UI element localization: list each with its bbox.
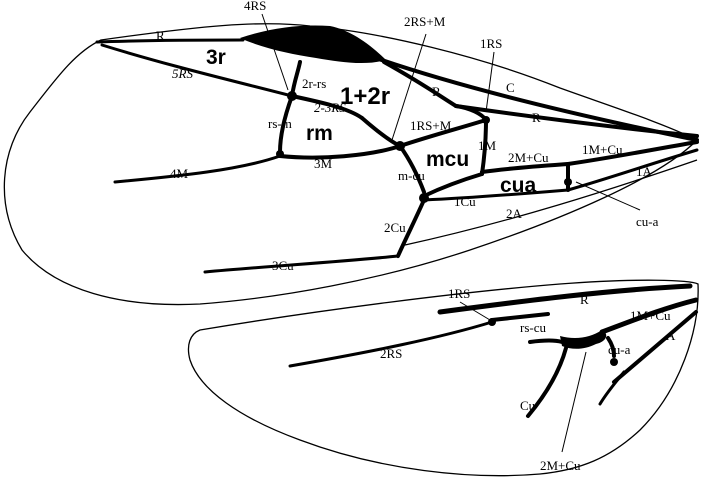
node-2rs-m — [395, 141, 405, 151]
label-1RS: 1RS — [480, 36, 502, 51]
label-R-mid: R — [432, 84, 441, 99]
label-R-low: R — [532, 110, 541, 125]
cell-rm: rm — [306, 122, 333, 145]
hind-vein-R — [437, 283, 693, 315]
label-3M: 3M — [314, 156, 333, 171]
forewing-outline — [3, 23, 699, 306]
hindwing-outline — [187, 279, 699, 477]
hind-node-a — [610, 358, 618, 366]
hind-label-1RS: 1RS — [448, 286, 470, 301]
vein-1RS-M — [398, 118, 488, 148]
vein-1Cu — [422, 172, 484, 198]
cell-3r: 3r — [206, 46, 226, 69]
forewing: 3r 1+2r rm mcu cua R 5RS 4RS 2r-rs 2-3RS… — [3, 0, 699, 306]
label-1Cu: 1Cu — [454, 194, 476, 209]
arrow-2RS-M — [391, 33, 427, 141]
hindwing: 1RS R 1M+Cu rs-cu 2RS cu-a A Cu 2M+Cu — [187, 279, 699, 477]
hind-arrow-2M-Cu — [561, 351, 587, 453]
hind-vein-2M-Cu — [528, 338, 564, 344]
hind-vein-2RS — [288, 320, 494, 368]
hind-label-cu-a: cu-a — [608, 342, 631, 357]
node-1rs — [482, 116, 490, 124]
hind-junction — [560, 330, 607, 349]
cell-1-2r: 1+2r — [340, 83, 390, 110]
vein-R-low — [454, 104, 699, 138]
hind-label-2M-Cu: 2M+Cu — [540, 458, 581, 473]
hind-vein-A-low — [598, 370, 626, 406]
label-cu-a: cu-a — [636, 214, 659, 229]
label-C: C — [506, 80, 515, 95]
hind-arrow-1RS — [459, 301, 491, 321]
hind-vein-cu-a — [606, 336, 616, 358]
arrow-4RS — [261, 13, 289, 91]
label-1M: 1M — [478, 138, 497, 153]
vein-R-top — [95, 38, 245, 44]
label-1RS-M: 1RS+M — [410, 118, 452, 133]
node-cu — [419, 193, 429, 203]
vein-4M — [113, 154, 282, 184]
label-4RS: 4RS — [244, 0, 266, 13]
hind-vein-Cu — [526, 346, 568, 418]
node-cu-a — [564, 178, 572, 186]
label-rs-m: rs-m — [268, 116, 292, 131]
vein-5RS — [100, 43, 294, 98]
vein-rs-m — [278, 94, 294, 154]
arrow-cu-a — [575, 181, 641, 211]
vein-R-mid — [382, 60, 458, 108]
cell-cua: cua — [500, 174, 537, 197]
label-m-cu: m-cu — [398, 168, 425, 183]
arrow-1RS — [485, 51, 495, 113]
stigma-blob — [240, 25, 386, 64]
node-rs — [287, 91, 297, 101]
label-5RS: 5RS — [172, 66, 193, 81]
hind-label-2RS: 2RS — [380, 346, 402, 361]
vein-2M-Cu — [480, 162, 570, 174]
hind-label-1M-Cu: 1M+Cu — [630, 308, 671, 323]
label-2Cu: 2Cu — [384, 220, 406, 235]
hind-vein-rs-cu — [490, 312, 550, 322]
vein-2r-rs — [290, 60, 302, 98]
hind-label-Cu: Cu — [520, 398, 536, 413]
hind-vein-1M-Cu — [599, 297, 699, 335]
label-4M: 4M — [170, 166, 189, 181]
node-rs-m — [276, 150, 284, 158]
hind-label-A: A — [666, 328, 676, 343]
vein-3M — [278, 144, 402, 160]
label-2r-rs: 2r-rs — [302, 76, 326, 91]
label-1A: 1A — [636, 164, 653, 179]
label-2M-Cu: 2M+Cu — [508, 150, 549, 165]
vein-anal-thin — [404, 159, 698, 246]
label-2RS-M: 2RS+M — [404, 14, 446, 29]
cell-mcu: mcu — [426, 148, 469, 171]
hind-label-rs-cu: rs-cu — [520, 320, 546, 335]
label-2-3RS: 2-3RS — [314, 100, 346, 115]
vein-2-3RS — [290, 94, 364, 120]
label-2A: 2A — [506, 206, 523, 221]
hind-label-R: R — [580, 292, 589, 307]
vein-2Cu — [396, 198, 426, 258]
label-3Cu: 3Cu — [272, 258, 294, 273]
label-R-top: R — [156, 28, 165, 43]
vein-1M-Cu — [566, 140, 699, 166]
label-1M-Cu: 1M+Cu — [582, 142, 623, 157]
vein-3Cu — [203, 254, 400, 274]
vein-1A — [566, 148, 699, 192]
vein-2A — [422, 188, 570, 202]
